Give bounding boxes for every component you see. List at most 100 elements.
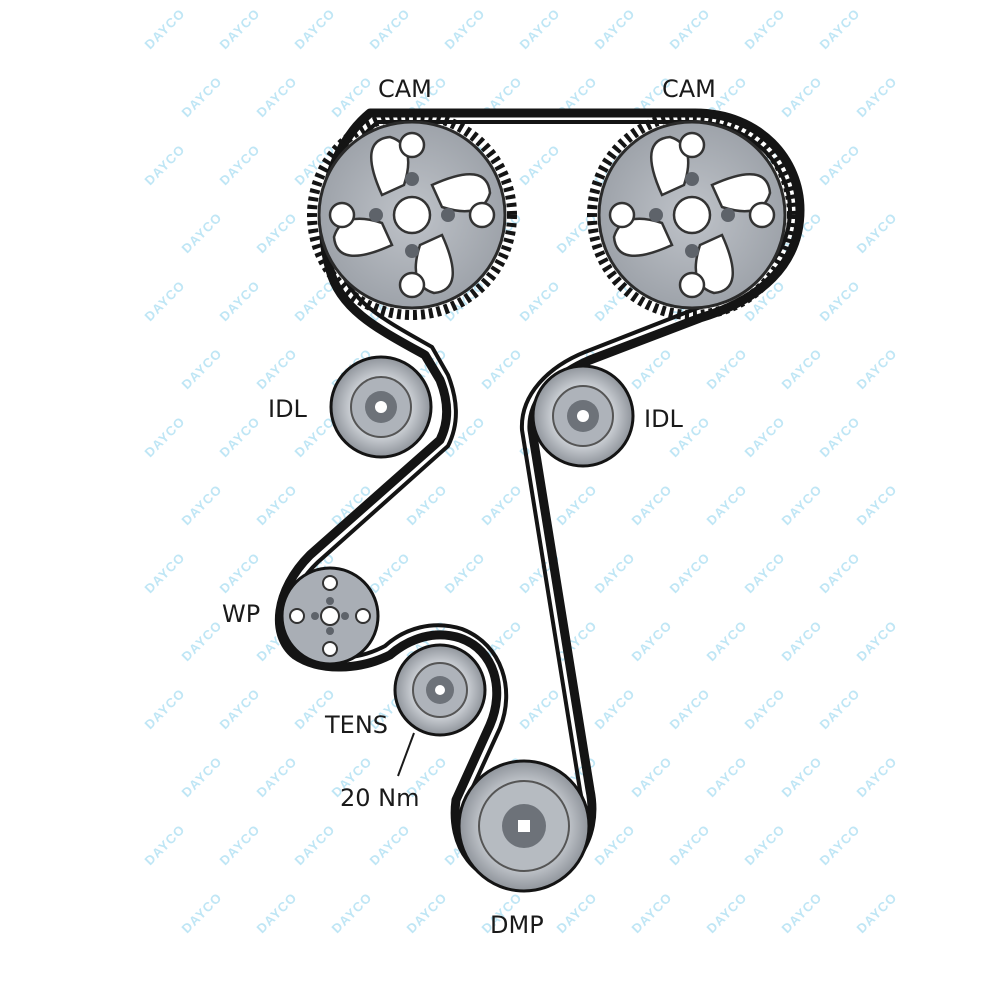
water-pump-pulley: [280, 566, 380, 666]
watermark-text: DAYCO: [742, 550, 789, 597]
watermark-text: DAYCO: [592, 686, 639, 733]
watermark-text: DAYCO: [254, 482, 301, 529]
watermark-text: DAYCO: [779, 618, 826, 665]
watermark-text: DAYCO: [142, 686, 189, 733]
watermark-text: DAYCO: [179, 890, 226, 937]
watermark-text: DAYCO: [329, 890, 376, 937]
watermark-text: DAYCO: [254, 890, 301, 937]
watermark-text: DAYCO: [517, 142, 564, 189]
watermark-text: DAYCO: [217, 550, 264, 597]
watermark-text: DAYCO: [854, 754, 901, 801]
watermark-text: DAYCO: [179, 74, 226, 121]
watermark-text: DAYCO: [704, 482, 751, 529]
watermark-text: DAYCO: [742, 686, 789, 733]
watermark-text: DAYCO: [142, 550, 189, 597]
watermark-text: DAYCO: [142, 414, 189, 461]
watermark-text: DAYCO: [854, 890, 901, 937]
watermark-text: DAYCO: [517, 278, 564, 325]
watermark-text: DAYCO: [742, 822, 789, 869]
watermark-text: DAYCO: [854, 74, 901, 121]
watermark-text: DAYCO: [479, 346, 526, 393]
watermark-text: DAYCO: [292, 822, 339, 869]
watermark-text: DAYCO: [704, 618, 751, 665]
tensioner-pulley: [393, 643, 487, 737]
watermark-text: DAYCO: [629, 618, 676, 665]
watermark-text: DAYCO: [254, 210, 301, 257]
watermark-text: DAYCO: [592, 550, 639, 597]
idler-pulley-left: [329, 355, 433, 459]
watermark-text: DAYCO: [817, 414, 864, 461]
watermark-text: DAYCO: [667, 550, 714, 597]
watermark-text: DAYCO: [742, 414, 789, 461]
watermark-text: DAYCO: [217, 414, 264, 461]
watermark-text: DAYCO: [217, 686, 264, 733]
watermark-text: DAYCO: [667, 6, 714, 53]
watermark-text: DAYCO: [667, 822, 714, 869]
label-tens: TENS: [324, 711, 388, 739]
watermark-text: DAYCO: [254, 754, 301, 801]
watermark-text: DAYCO: [629, 346, 676, 393]
watermark-text: DAYCO: [854, 618, 901, 665]
watermark-text: DAYCO: [217, 278, 264, 325]
label-wp: WP: [222, 600, 260, 628]
watermark-text: DAYCO: [254, 74, 301, 121]
watermark-text: DAYCO: [179, 754, 226, 801]
watermark-text: DAYCO: [142, 822, 189, 869]
label-idl-right: IDL: [644, 405, 684, 433]
watermark-text: DAYCO: [592, 822, 639, 869]
watermark-text: DAYCO: [179, 482, 226, 529]
watermark-text: DAYCO: [367, 822, 414, 869]
watermark-text: DAYCO: [142, 142, 189, 189]
watermark-text: DAYCO: [254, 346, 301, 393]
idler-pulley-right: [531, 364, 635, 468]
watermark-text: DAYCO: [179, 618, 226, 665]
watermark-text: DAYCO: [142, 278, 189, 325]
watermark-text: DAYCO: [742, 6, 789, 53]
cam-gear-right: [587, 110, 797, 320]
watermark-text: DAYCO: [854, 346, 901, 393]
damper-pulley: [457, 759, 591, 893]
label-torque: 20 Nm: [340, 784, 420, 812]
watermark-text: DAYCO: [629, 890, 676, 937]
watermark-text: DAYCO: [704, 890, 751, 937]
label-cam-right: CAM: [662, 75, 716, 103]
watermark-text: DAYCO: [817, 686, 864, 733]
watermark-text: DAYCO: [667, 686, 714, 733]
watermark-text: DAYCO: [592, 6, 639, 53]
watermark-text: DAYCO: [517, 6, 564, 53]
watermark-text: DAYCO: [179, 210, 226, 257]
watermark-text: DAYCO: [404, 482, 451, 529]
watermark-text: DAYCO: [404, 890, 451, 937]
torque-leader-line: [397, 732, 415, 777]
cam-gear-left: [307, 110, 517, 320]
watermark-text: DAYCO: [779, 890, 826, 937]
watermark-text: DAYCO: [779, 346, 826, 393]
watermark-text: DAYCO: [292, 6, 339, 53]
watermark-text: DAYCO: [779, 74, 826, 121]
watermark-text: DAYCO: [854, 482, 901, 529]
watermark-text: DAYCO: [817, 278, 864, 325]
watermark-text: DAYCO: [779, 754, 826, 801]
watermark-text: DAYCO: [179, 346, 226, 393]
watermark-text: DAYCO: [704, 754, 751, 801]
label-idl-left: IDL: [268, 395, 308, 423]
watermark-text: DAYCO: [217, 6, 264, 53]
watermark-text: DAYCO: [779, 482, 826, 529]
watermark-text: DAYCO: [817, 142, 864, 189]
watermark-text: DAYCO: [704, 346, 751, 393]
watermark-text: DAYCO: [554, 482, 601, 529]
watermark-text: DAYCO: [217, 822, 264, 869]
watermark-text: DAYCO: [479, 482, 526, 529]
watermark-text: DAYCO: [142, 6, 189, 53]
watermark-text: DAYCO: [367, 550, 414, 597]
watermark-text: DAYCO: [554, 890, 601, 937]
label-dmp: DMP: [490, 911, 544, 939]
watermark-text: DAYCO: [817, 6, 864, 53]
watermark-text: DAYCO: [629, 754, 676, 801]
watermark-text: DAYCO: [442, 6, 489, 53]
watermark-text: DAYCO: [517, 686, 564, 733]
watermark-text: DAYCO: [367, 6, 414, 53]
watermark-text: DAYCO: [817, 550, 864, 597]
label-cam-left: CAM: [378, 75, 432, 103]
